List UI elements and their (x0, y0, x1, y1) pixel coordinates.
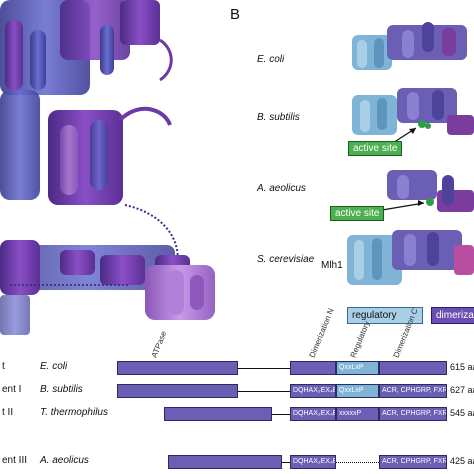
row-linker (272, 414, 290, 415)
domain-regulatory: QxxLxP (336, 384, 379, 398)
domain-atpase (117, 384, 238, 398)
domain-dimerization-c: ACR, CPHGRP, FXR (379, 384, 447, 398)
a-aeolicus-structure (387, 170, 474, 212)
top-dimer-cartoon (0, 0, 173, 205)
row-linker (282, 462, 290, 463)
mlh1-label: Mlh1 (321, 260, 343, 271)
bottom-domain-cartoon (0, 240, 215, 335)
row-length: 545 aa (450, 408, 474, 418)
panel-b-structures-illustration (347, 22, 474, 285)
domain-dimerization-c (379, 361, 447, 375)
domain-regulatory: xxxxxP (336, 407, 379, 421)
domain-dimerization-n: DQHAX₂EX₄E (290, 407, 336, 421)
domain-atpase (164, 407, 272, 421)
domain-dimerization-c: ACR, CPHGRP, FXR (379, 407, 447, 421)
species-label-a-aeolicus: A. aeolicus (257, 183, 306, 194)
s-cerevisiae-structure (347, 230, 474, 285)
domain-dimerization-c: ACR, CPHGRP, FXR (379, 455, 447, 469)
e-coli-structure (352, 22, 467, 70)
row-species: B. subtilis (40, 384, 83, 395)
row-linker (238, 368, 290, 369)
species-label-b-subtilis: B. subtilis (257, 112, 300, 123)
row-species: A. aeolicus (40, 455, 89, 466)
domain-atpase (168, 455, 282, 469)
row-label: ent III (2, 455, 28, 466)
domain-dimerization-n: DQHAX₂EX₄E (290, 384, 336, 398)
row-linker-dotted (336, 462, 379, 463)
legend-regulatory: regulatory (347, 307, 423, 324)
domain-regulatory: QxxLxP (336, 361, 379, 375)
active-site-label-b-subtilis: active site (348, 141, 403, 156)
domain-dimerization-n: DQHAX₂EX₄E (290, 455, 336, 469)
species-label-s-cerevisiae: S. cerevisiae (257, 254, 315, 265)
column-header-dimerization-n: Dimerization N (307, 306, 336, 359)
row-length: 425 aa (450, 456, 474, 466)
domain-dimerization-n (290, 361, 336, 375)
row-length: 615 aa (450, 362, 474, 372)
legend-dimerization: dimeriza (431, 307, 474, 324)
row-linker (238, 391, 290, 392)
species-label-e-coli: E. coli (257, 54, 285, 65)
b-subtilis-structure (352, 88, 474, 135)
panel-a-structure-illustration (0, 0, 215, 335)
panel-b-letter: B (230, 6, 241, 23)
active-site-label-a-aeolicus: active site (330, 206, 385, 221)
row-label: t (2, 361, 5, 372)
row-species: T. thermophilus (40, 407, 108, 418)
column-header-regulatory: Regulatory (348, 319, 372, 359)
row-label: ent I (2, 384, 22, 395)
row-length: 627 aa (450, 385, 474, 395)
row-species: E. coli (40, 361, 68, 372)
row-label: t II (2, 407, 14, 418)
domain-atpase (117, 361, 238, 375)
